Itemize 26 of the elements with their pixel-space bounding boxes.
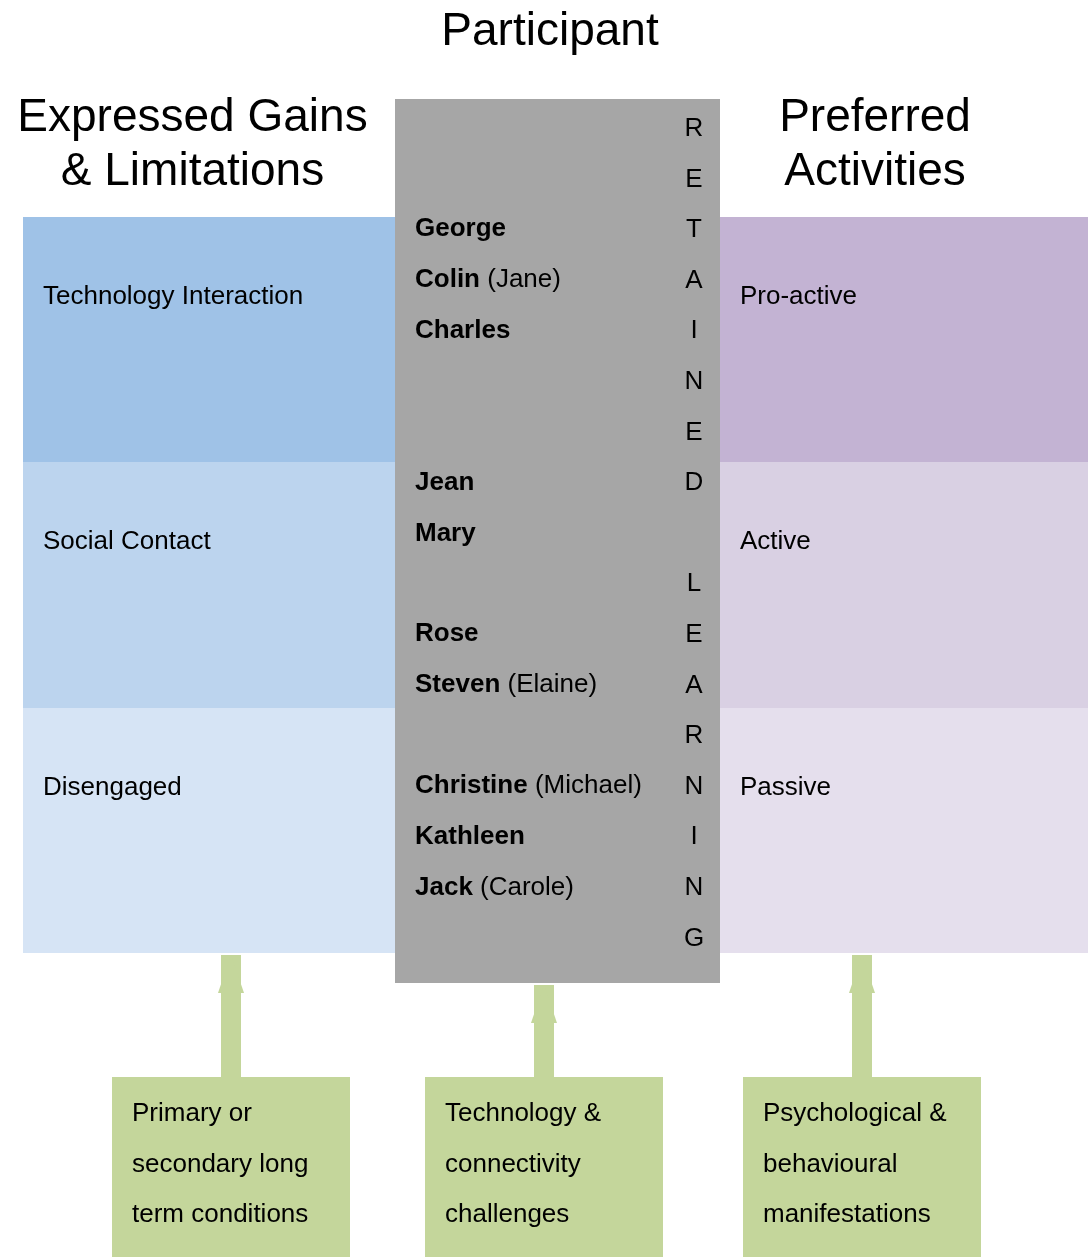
category-band: Active [720, 462, 1088, 708]
note-box: Technology & connectivity challenges [425, 1077, 663, 1257]
participant-name: Kathleen [415, 820, 525, 850]
block-arrow [531, 985, 557, 1077]
participant-name: Mary [415, 517, 476, 547]
category-band: Passive [720, 708, 1088, 953]
participant-name: Steven (Elaine) [415, 668, 598, 698]
category-band: Disengaged [23, 708, 395, 953]
participant-name: Jack (Carole) [415, 871, 574, 901]
column-heading: Participant [440, 2, 660, 56]
participant-name: Charles [415, 314, 511, 344]
block-arrow [849, 955, 875, 1077]
category-band: Social Contact [23, 462, 395, 708]
participant-name: Christine (Michael) [415, 769, 642, 799]
note-box: Psychological & behavioural manifestations [743, 1077, 981, 1257]
participant-name: Jean [415, 466, 475, 496]
note-box: Primary or secondary long term conditions [112, 1077, 350, 1257]
category-band: Technology Interaction [23, 217, 395, 463]
block-arrow [218, 955, 244, 1077]
category-band: Pro-active [720, 217, 1088, 463]
participant-name: Colin (Jane) [415, 263, 561, 293]
column-heading: Preferred Activities [778, 88, 972, 196]
participant-name: George [415, 212, 507, 242]
participant-name: Rose [415, 617, 479, 647]
column-heading: Expressed Gains & Limitations [16, 88, 369, 196]
vertical-label: RETAINED LEARNING [681, 112, 707, 973]
